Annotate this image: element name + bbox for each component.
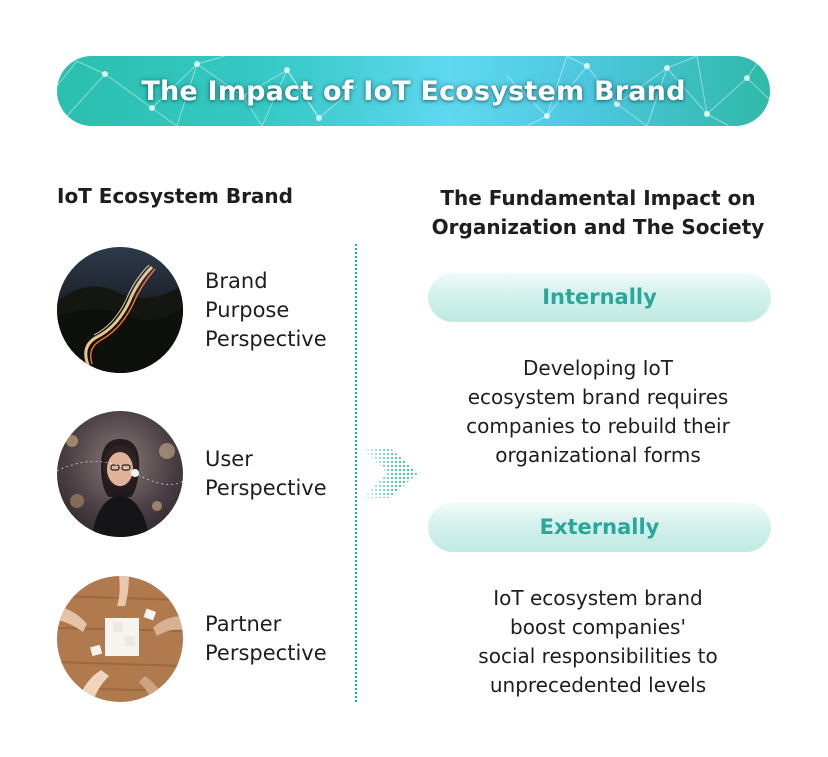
- internally-pill: Internally: [428, 272, 771, 322]
- partner-label: Partner Perspective: [205, 612, 327, 665]
- chevron-right-dotted-icon: [362, 448, 420, 502]
- externally-pill: Externally: [428, 502, 771, 552]
- page-title: The Impact of IoT Ecosystem Brand: [141, 75, 686, 107]
- partner-photo: [57, 576, 183, 702]
- column-divider: [355, 244, 357, 702]
- title-banner: The Impact of IoT Ecosystem Brand: [57, 56, 770, 126]
- brand-purpose-photo: [57, 247, 183, 373]
- left-column-heading: IoT Ecosystem Brand: [57, 184, 293, 208]
- user-label: User Perspective: [205, 447, 327, 500]
- network-pattern: [57, 56, 770, 126]
- brand-purpose-label: Brand Purpose Perspective: [205, 269, 327, 351]
- user-photo: [57, 411, 183, 537]
- internally-text: Developing IoT ecosystem brand requires …: [466, 356, 730, 467]
- right-column-heading: The Fundamental Impact on Organization a…: [431, 186, 765, 239]
- externally-text: IoT ecosystem brand boost companies' soc…: [478, 586, 718, 697]
